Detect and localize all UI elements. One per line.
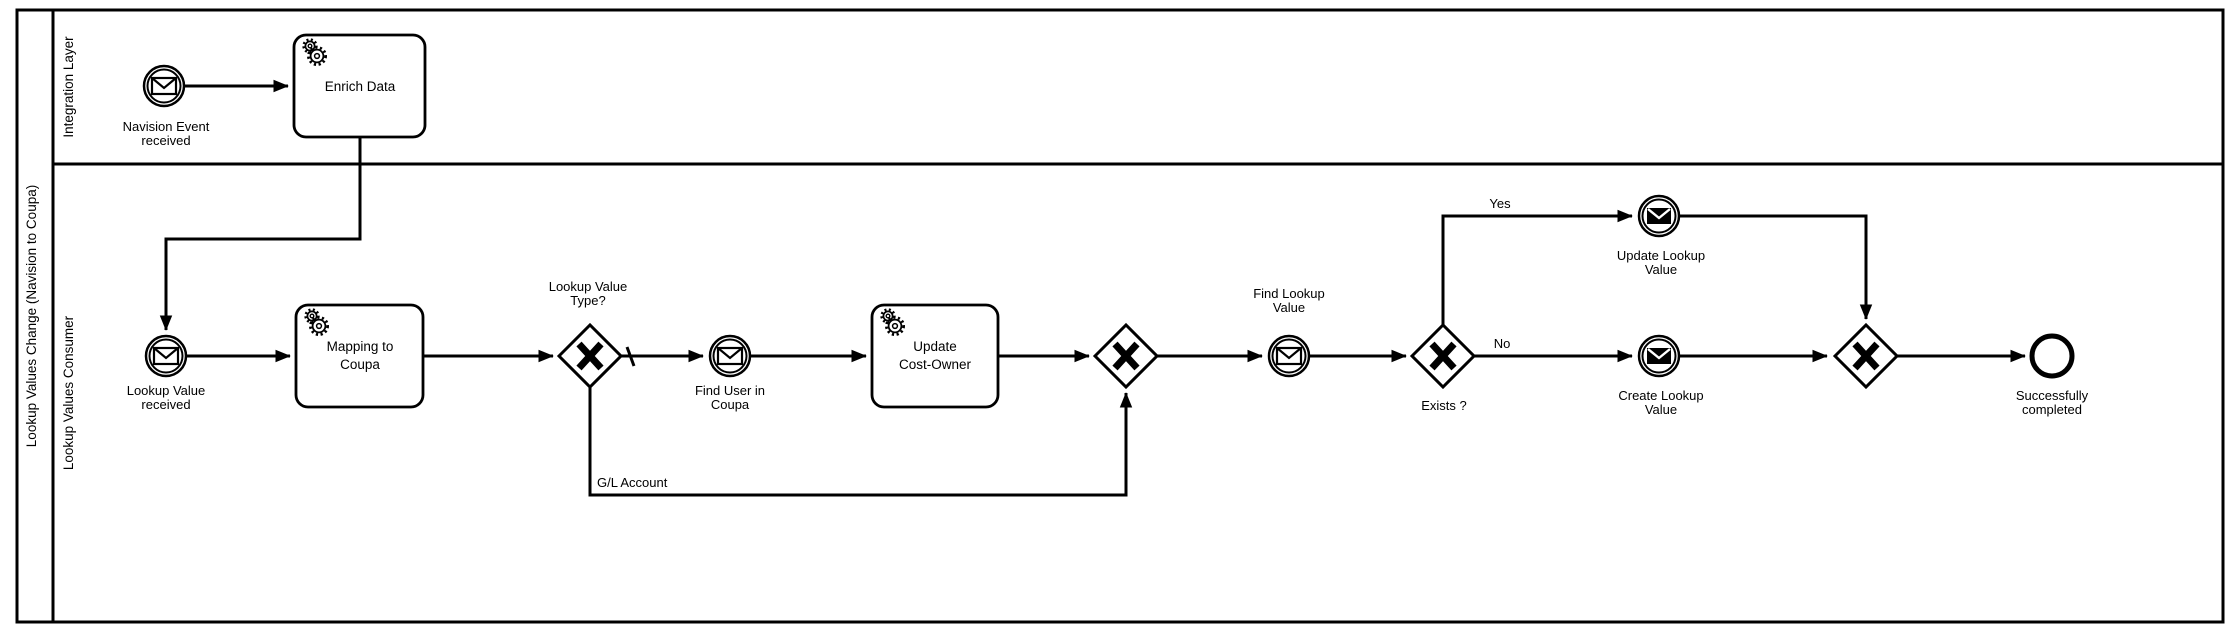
event-label: completed [2022, 402, 2082, 417]
gear-icon [304, 308, 330, 337]
event-label: received [141, 133, 190, 148]
gateway-label: Lookup Value [549, 279, 628, 294]
event-update-lookup-value[interactable]: Update Lookup Value [1617, 194, 1705, 277]
xor-marker-icon [1112, 341, 1140, 371]
gateway-merge[interactable] [1092, 322, 1160, 390]
gateway-exists[interactable]: Exists ? [1409, 322, 1477, 413]
event-lookup-value-received[interactable]: Lookup Value received [127, 334, 206, 412]
event-label: Find User in [695, 383, 765, 398]
message-icon [1275, 346, 1303, 366]
event-successfully-completed[interactable]: Successfully completed [2016, 333, 2089, 417]
flow-update-lookup-to-join [1680, 214, 1873, 320]
flow-enrich-to-lookup-received [159, 137, 362, 331]
event-label: Value [1645, 262, 1677, 277]
task-box[interactable] [294, 303, 425, 409]
task-enrich-data[interactable]: Enrich Data [292, 33, 427, 139]
event-label: Navision Event [123, 119, 210, 134]
event-label: Find Lookup [1253, 286, 1325, 301]
pool-title: Lookup Values Change (Navision to Coupa) [24, 185, 39, 447]
task-box[interactable] [292, 33, 427, 139]
event-label: Create Lookup [1618, 388, 1703, 403]
gateway-label: Exists ? [1421, 398, 1467, 413]
event-label: Coupa [711, 397, 750, 412]
flow-gl-account-branch [588, 387, 1133, 497]
lane-title-integration-layer: Integration Layer [61, 36, 76, 138]
sequence-flows: G/L Account Yes No [159, 79, 2026, 497]
gateway-label: Type? [570, 293, 605, 308]
task-label: Coupa [340, 357, 380, 372]
event-find-lookup-value[interactable]: Find Lookup Value [1253, 286, 1325, 378]
gear-icon [302, 38, 328, 67]
event-label: Successfully [2016, 388, 2089, 403]
event-label: Value [1645, 402, 1677, 417]
message-icon [150, 76, 178, 96]
event-label: Lookup Value [127, 383, 206, 398]
event-navision-event-received[interactable]: Navision Event received [123, 64, 210, 148]
flow-label-gl-account: G/L Account [597, 475, 668, 490]
event-create-lookup-value[interactable]: Create Lookup Value [1618, 334, 1704, 417]
task-label: Update [913, 339, 957, 354]
gateway-join[interactable] [1832, 322, 1900, 390]
flow-label-no: No [1494, 336, 1511, 351]
event-label: Update Lookup [1617, 248, 1705, 263]
message-icon [152, 346, 180, 366]
task-label: Cost-Owner [899, 357, 972, 372]
event-label: received [141, 397, 190, 412]
end-event-ring[interactable] [2029, 333, 2075, 379]
flow-exists-yes-to-update-lookup [1441, 209, 1633, 325]
default-flow-marker-icon [625, 346, 636, 367]
message-filled-icon [1647, 348, 1671, 364]
xor-marker-icon [576, 341, 604, 371]
lane-title-lookup-values-consumer: Lookup Values Consumer [61, 315, 76, 470]
message-icon [716, 346, 744, 366]
xor-marker-icon [1429, 341, 1457, 371]
task-label: Mapping to [327, 339, 394, 354]
event-label: Value [1273, 300, 1305, 315]
gateway-lookup-value-type[interactable]: Lookup Value Type? [549, 279, 628, 390]
task-mapping-to-coupa[interactable]: Mapping to Coupa [294, 303, 425, 409]
flow-label-yes: Yes [1489, 196, 1511, 211]
task-update-cost-owner[interactable]: Update Cost-Owner [870, 303, 1000, 409]
task-box[interactable] [870, 303, 1000, 409]
task-label: Enrich Data [325, 79, 396, 94]
event-find-user-in-coupa[interactable]: Find User in Coupa [695, 334, 765, 412]
gear-icon [880, 308, 906, 337]
message-filled-icon [1647, 208, 1671, 224]
xor-marker-icon [1852, 341, 1880, 371]
